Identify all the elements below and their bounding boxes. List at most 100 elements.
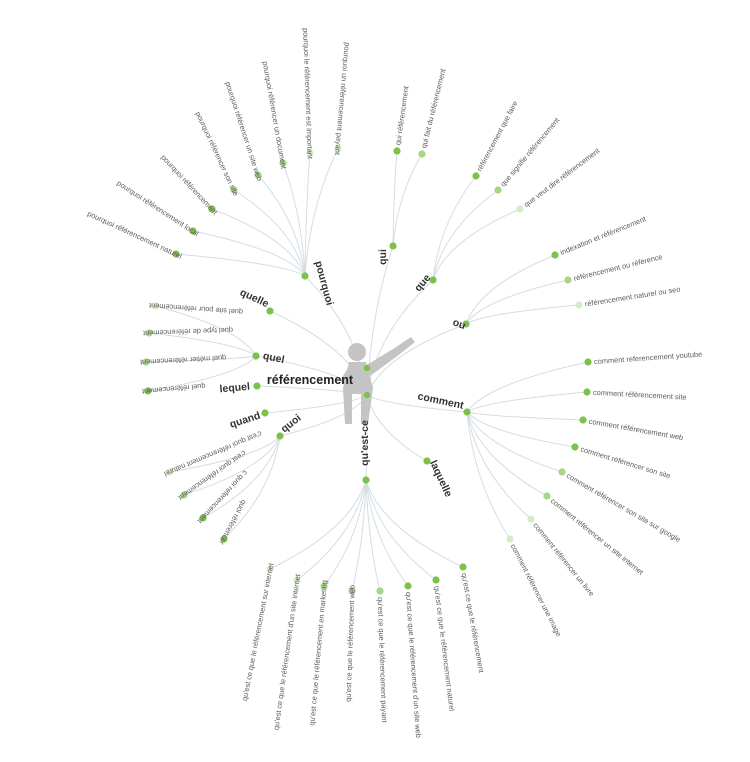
suggestion-qu-est-ce-que-le-referencement[interactable]: qu'est ce que le référencement: [460, 572, 486, 673]
leaf-dot[interactable]: [459, 563, 467, 571]
suggestion-qui-referencement[interactable]: qui référencement: [393, 85, 410, 145]
leaf-dot[interactable]: [220, 535, 228, 543]
suggestion-que-veut-dire-referencement[interactable]: que veut dire référencement: [522, 146, 601, 209]
suggestion-qu-est-ce-que-le-referencement-sur-internet[interactable]: qu'est ce que le référencement sur inter…: [240, 562, 276, 701]
leaf-dot[interactable]: [172, 250, 180, 258]
link-ou-leaf: [465, 279, 569, 325]
suggestion-referencement-naturel-ou-seo[interactable]: référencement naturel ou seo: [584, 285, 681, 309]
question-ou[interactable]: ou: [451, 316, 467, 332]
suggestion-comment-referencement-site[interactable]: comment référencement site: [593, 388, 687, 402]
suggestion-comment-referencer-une-image[interactable]: comment référencer une image: [509, 542, 564, 638]
node-quel-dot[interactable]: [252, 352, 260, 360]
leaf-dot[interactable]: [348, 587, 356, 595]
node-lequel-dot[interactable]: [253, 382, 261, 390]
suggestion-comment-referencement-youtube[interactable]: comment referencement youtube: [594, 350, 703, 367]
suggestion-pourquoi-un-referencement-payant[interactable]: pourquoi un référencement payant: [333, 42, 352, 155]
leaf-dot[interactable]: [189, 227, 197, 235]
branch-lines: [145, 148, 589, 592]
node-laquelle-dot[interactable]: [423, 457, 431, 465]
leaf-dot[interactable]: [166, 468, 174, 476]
leaf-dot[interactable]: [208, 205, 216, 213]
leaf-dot[interactable]: [293, 576, 301, 584]
suggestion-quel-referencement[interactable]: quel référencement: [142, 381, 206, 396]
suggestion-referencement-ou-reference[interactable]: référencement ou référence: [573, 252, 664, 283]
leaf-dot[interactable]: [180, 491, 188, 499]
leaf-dot[interactable]: [579, 416, 587, 424]
leaf-dot[interactable]: [558, 468, 566, 476]
leaf-dot[interactable]: [279, 159, 287, 167]
suggestion-qu-est-ce-que-le-referencement-payant[interactable]: qu'est ce que le référencement payant: [376, 597, 389, 723]
suggestion-indexation-et-referencement[interactable]: indexation et référencement: [559, 214, 647, 257]
leaf-dot[interactable]: [266, 565, 274, 573]
question-quelle[interactable]: quelle: [238, 286, 271, 310]
leaf-dot[interactable]: [575, 301, 583, 309]
node-qui-dot[interactable]: [389, 242, 397, 250]
leaf-dot[interactable]: [506, 535, 514, 543]
suggestion-qu-est-ce-que-le-referencement-d-un-site-internet[interactable]: qu'est ce que le référencement d'un site…: [271, 573, 302, 730]
node-ou-dot[interactable]: [462, 320, 470, 328]
suggestion-pourquoi-referencer-son-site[interactable]: pourquoi référencer son site: [194, 110, 241, 197]
question-quoi[interactable]: quoi: [279, 412, 304, 435]
leaf-dot[interactable]: [393, 147, 401, 155]
leaf-dot[interactable]: [472, 172, 480, 180]
leaf-dot[interactable]: [404, 582, 412, 590]
question-laquelle[interactable]: laquelle: [427, 458, 454, 499]
leaf-dot[interactable]: [199, 514, 207, 522]
suggestion-quel-type-de-referencement[interactable]: quel type de référencement: [143, 326, 233, 338]
leaf-dot[interactable]: [527, 515, 535, 523]
suggestion-qu-est-ce-que-le-referencement-naturel[interactable]: qu'est ce que le référencement naturel: [432, 585, 456, 711]
suggestion-qui-fait-du-referencement[interactable]: qui fait du référencement: [419, 68, 448, 150]
leaf-dot[interactable]: [571, 443, 579, 451]
center-hub-dot: [363, 391, 371, 399]
leaf-dot[interactable]: [583, 388, 591, 396]
question-qu-est-ce[interactable]: qu'est-ce: [359, 420, 371, 466]
leaf-dot[interactable]: [306, 149, 314, 157]
question-que[interactable]: que: [412, 272, 433, 294]
leaf-dot[interactable]: [334, 145, 342, 153]
leaf-dot[interactable]: [230, 186, 238, 194]
node-quand-dot[interactable]: [261, 409, 269, 417]
suggestion-referencement-que-faire[interactable]: référencement que faire: [475, 99, 520, 173]
leaf-dot[interactable]: [551, 251, 559, 259]
suggestion-qu-est-ce-que-le-referencement-en-marketing[interactable]: qu'est ce que le référencement en market…: [307, 580, 329, 726]
leaf-dot[interactable]: [142, 358, 150, 366]
leaf-dot[interactable]: [432, 576, 440, 584]
leaf-dot[interactable]: [320, 582, 328, 590]
suggestion-qu-est-ce-que-le-referencement-web[interactable]: qu'est ce que le référencement web: [344, 585, 357, 702]
suggestion-quel-metier-referencement[interactable]: quel métier référencement: [140, 353, 227, 367]
leaf-dot[interactable]: [151, 302, 159, 310]
leaf-dot[interactable]: [254, 171, 262, 179]
node-quoi-dot[interactable]: [276, 432, 284, 440]
leaf-dot[interactable]: [564, 276, 572, 284]
suggestion-pourquoi-le-referencement-est-important[interactable]: pourquoi le référencement est important: [301, 28, 315, 159]
node-comment-dot[interactable]: [463, 408, 471, 416]
suggestion-pourquoi-referencement[interactable]: pourquoi référencement: [159, 153, 219, 217]
node-pourquoi-dot[interactable]: [301, 272, 309, 280]
leaf-dot[interactable]: [144, 387, 152, 395]
suggestion-comment-referencer-son-site[interactable]: comment référencer son site: [579, 444, 671, 480]
question-comment[interactable]: comment: [417, 390, 466, 412]
suggestion-pourquoi-referencer-un-document[interactable]: pourquoi référencer un document: [261, 60, 289, 169]
node-que-dot[interactable]: [429, 276, 437, 284]
suggestion-quel-site-pour-referencement[interactable]: quel site pour référencement: [149, 301, 243, 317]
leaf-dot[interactable]: [516, 205, 524, 213]
leaf-dot[interactable]: [145, 329, 153, 337]
question-qui[interactable]: qui: [377, 249, 389, 265]
question-quel[interactable]: quel: [262, 350, 286, 366]
node-quelle-dot[interactable]: [266, 307, 274, 315]
link-pourquoi-leaf: [192, 230, 306, 277]
question-quand[interactable]: quand: [228, 410, 262, 431]
question-lequel[interactable]: lequel: [219, 381, 250, 396]
node-qu-est-ce-dot[interactable]: [362, 476, 370, 484]
suggestion-pourquoi-referencer-un-site-web[interactable]: pourquoi référencer un site web: [223, 80, 264, 182]
leaf-dot[interactable]: [584, 358, 592, 366]
leaf-dot[interactable]: [494, 186, 502, 194]
suggestion-comment-referencer-son-site-sur-google[interactable]: comment référencer son site sur google: [565, 471, 682, 544]
suggestion-que-signifie-referencement[interactable]: que signifie référencement: [498, 116, 561, 189]
leaf-dot[interactable]: [376, 587, 384, 595]
leaf-dot[interactable]: [418, 150, 426, 158]
question-pourquoi[interactable]: pourquoi: [312, 260, 335, 307]
suggestion-qu-est-ce-que-le-referencement-d-un-site-web[interactable]: qu'est ce que le référencement d'un site…: [404, 592, 423, 738]
leaf-dot[interactable]: [543, 492, 551, 500]
suggestion-comment-referencement-web[interactable]: comment référencement web: [588, 417, 684, 442]
